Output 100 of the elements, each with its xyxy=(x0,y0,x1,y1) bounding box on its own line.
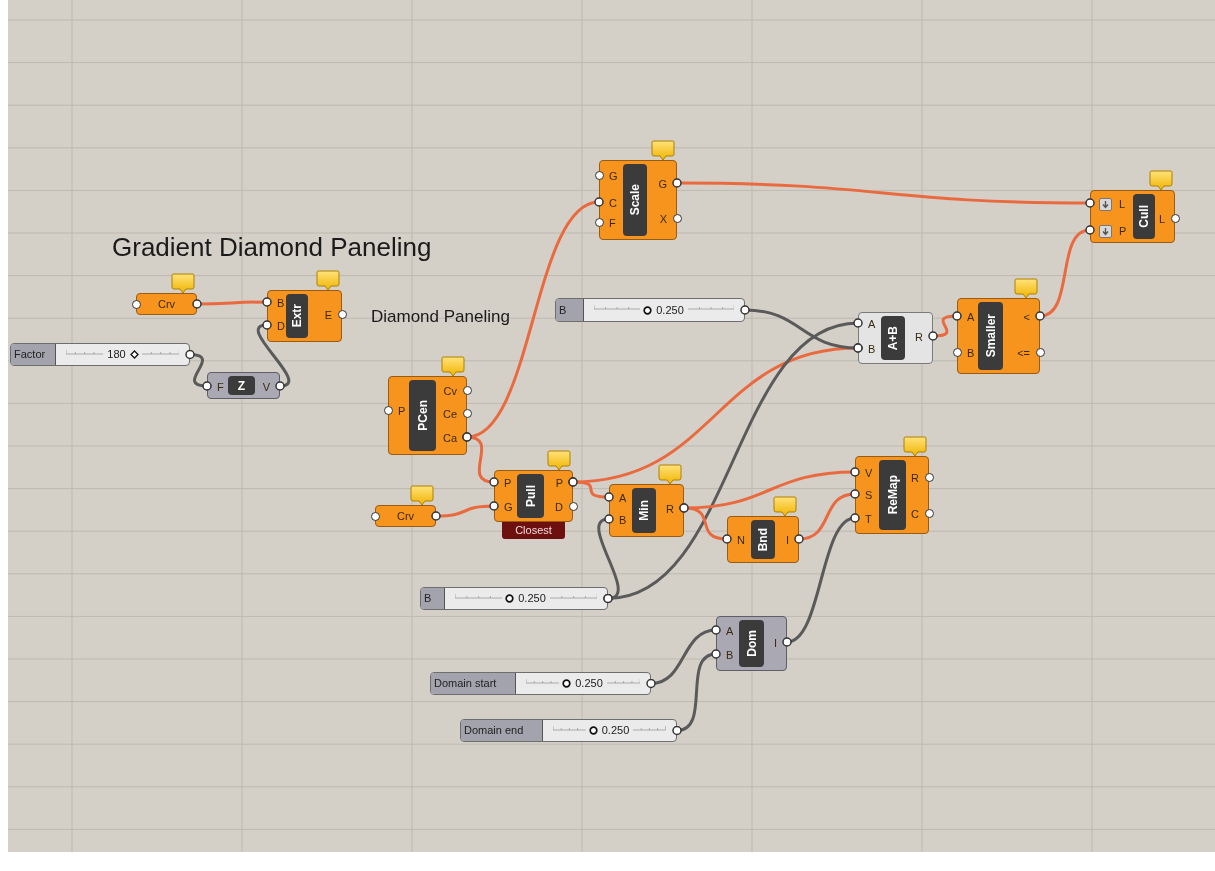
wire xyxy=(740,305,863,353)
slider-label: B xyxy=(556,299,584,321)
input-port-label: N xyxy=(728,532,745,548)
wire xyxy=(431,501,499,521)
output-port-label: < xyxy=(1023,309,1039,325)
input-port-label: A xyxy=(958,309,975,325)
slider-label: Domain start xyxy=(431,673,516,694)
output-port-label: L xyxy=(1158,211,1174,227)
output-port-label: G xyxy=(658,176,676,192)
component-name-label: Scale xyxy=(623,164,647,236)
diagram-title: Gradient Diamond Paneling xyxy=(112,231,432,264)
output-port-label: C xyxy=(911,506,928,522)
component-name-label: Bnd xyxy=(751,520,775,559)
wire xyxy=(672,178,1095,208)
number-slider xyxy=(10,343,190,366)
input-port-label: S xyxy=(856,487,873,503)
wire xyxy=(462,432,499,487)
wire xyxy=(192,297,272,309)
input-port-label: A xyxy=(717,623,734,639)
wire xyxy=(679,503,732,544)
wire xyxy=(1035,225,1095,321)
input-port-label: V xyxy=(856,465,873,481)
output-port-label: I xyxy=(785,532,798,548)
component-name-label: Dom xyxy=(739,620,764,667)
parameter-box: Crv xyxy=(136,293,197,315)
component-name-label: Z xyxy=(228,376,255,395)
number-slider xyxy=(420,587,608,610)
slider-value: 180 xyxy=(106,347,127,363)
component-box xyxy=(599,160,677,240)
output-port-label: E xyxy=(324,307,341,323)
component-name-label: Min xyxy=(632,488,656,533)
number-slider xyxy=(555,298,745,322)
component-box xyxy=(727,516,799,563)
component-name-label: Extr xyxy=(286,294,308,338)
wire xyxy=(782,513,860,647)
input-port-label: T xyxy=(856,511,872,527)
component-box xyxy=(609,484,684,537)
output-port-label: <= xyxy=(1017,345,1039,361)
input-port-label: P xyxy=(495,475,512,491)
component-box xyxy=(388,376,467,455)
component-name-label: ReMap xyxy=(879,460,906,530)
input-port-label: D xyxy=(268,318,285,334)
slider-value: 0.250 xyxy=(517,591,547,607)
slider-label: Factor xyxy=(11,344,56,365)
output-port-label: R xyxy=(666,501,683,517)
component-box xyxy=(494,470,573,522)
input-port-label: P xyxy=(1091,223,1127,239)
input-port-label: P xyxy=(389,403,406,419)
input-port-label: F xyxy=(208,379,224,395)
input-port-label: L xyxy=(1091,196,1126,212)
group-label: Diamond Paneling xyxy=(371,306,510,328)
wire xyxy=(928,311,962,341)
output-port-label: R xyxy=(911,470,928,486)
output-port-label: V xyxy=(262,379,279,395)
output-port-label: Ca xyxy=(442,430,466,446)
wire xyxy=(257,320,290,391)
component-box xyxy=(858,312,933,364)
component-name-label: A+B xyxy=(881,316,905,360)
input-port-label: B xyxy=(958,345,975,361)
input-port-label: B xyxy=(268,295,285,311)
component-box xyxy=(1090,190,1175,243)
output-port-label: D xyxy=(555,499,572,515)
input-port-label: G xyxy=(495,499,513,515)
input-port-label: F xyxy=(600,215,616,231)
number-slider xyxy=(430,672,651,695)
component-box xyxy=(716,616,787,671)
input-port-label: B xyxy=(610,512,627,528)
input-port-label: C xyxy=(600,195,617,211)
slider-value: 0.250 xyxy=(574,676,604,692)
wire xyxy=(672,649,721,736)
wire xyxy=(603,318,863,604)
input-port-label: A xyxy=(859,316,876,332)
component-name-label: Cull xyxy=(1133,194,1155,239)
wire xyxy=(794,489,860,544)
input-port-label: A xyxy=(610,490,627,506)
tag-label: Closest xyxy=(502,522,565,539)
parameter-box: Crv xyxy=(375,505,436,527)
component-name-label: Pull xyxy=(517,474,544,518)
slider-label: B xyxy=(421,588,445,609)
component-box xyxy=(855,456,929,534)
slider-value: 0.250 xyxy=(600,723,631,739)
output-port-label: P xyxy=(555,475,572,491)
component-box xyxy=(957,298,1040,374)
output-port-label: R xyxy=(915,329,932,345)
slider-value: 0.250 xyxy=(655,302,685,318)
output-port-label: I xyxy=(773,635,786,651)
component-name-label: PCen xyxy=(409,380,436,451)
number-slider xyxy=(460,719,677,742)
output-port-label: X xyxy=(659,211,676,227)
output-port-label: Cv xyxy=(443,383,466,399)
output-port-label: Ce xyxy=(442,406,466,422)
component-name-label: Smaller xyxy=(978,302,1003,370)
input-port-label: B xyxy=(859,341,876,357)
wire xyxy=(646,625,721,689)
input-port-label: B xyxy=(717,647,734,663)
component-box xyxy=(207,372,280,399)
wire xyxy=(185,349,212,391)
component-box xyxy=(267,290,342,342)
slider-label: Domain end xyxy=(461,720,543,741)
input-port-label: G xyxy=(600,168,618,184)
